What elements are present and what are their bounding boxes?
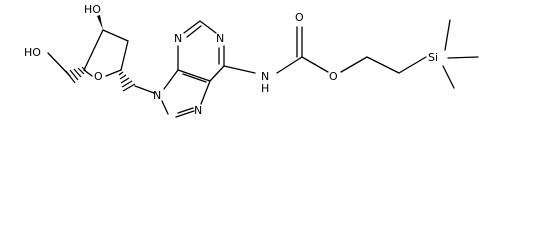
bond-c2-c1	[120, 40, 129, 71]
bond-c2-n1	[199, 20, 217, 34]
molecule-diagram: HO HO O N N N N N H O O Si	[24, 3, 479, 118]
bond-n7-c5	[200, 80, 211, 105]
hash-c1-n9	[118, 71, 136, 92]
bond-c4-c5-double	[182, 73, 207, 83]
bond-c1-n9	[134, 85, 155, 94]
atom-label-carbonyl-o: O	[295, 11, 304, 24]
atom-label-nh-h: H	[261, 82, 269, 95]
atom-label-n9: N	[153, 89, 161, 102]
bond-c6-nh	[223, 65, 256, 74]
atom-label-nh: N	[261, 70, 269, 83]
bond-c3-c2	[102, 29, 129, 42]
bond-nh-carbonyl	[276, 56, 303, 74]
bond-ch2-si	[398, 56, 427, 74]
structure-canvas: HO HO O N N N N N H O O Si	[24, 3, 479, 118]
bond-ch2-ch2	[366, 56, 400, 74]
bond-ch2-ho	[47, 52, 71, 77]
bond-n9-c4	[163, 69, 179, 90]
bond-oester-ch2	[340, 56, 368, 73]
bond-si-me-top	[444, 19, 451, 51]
bond-carbonyl-oester	[301, 56, 329, 73]
atom-label-ester-o: O	[329, 70, 338, 83]
bond-c4-c3	[83, 29, 104, 71]
bond-si-me-right	[447, 56, 479, 59]
atom-label-n7: N	[194, 104, 202, 117]
bond-c8-n7	[175, 110, 195, 118]
bond-c1-oring	[105, 69, 122, 77]
bond-n3-c2-double	[186, 25, 202, 38]
wedge-c3-oh	[97, 15, 103, 30]
bond-si-me-bottom	[442, 65, 455, 89]
atom-label-n3: N	[174, 32, 182, 45]
atom-label-ho-top: HO	[84, 3, 101, 16]
bond-c8-n7-double	[177, 107, 194, 114]
bond-n9-c8	[161, 100, 169, 115]
bond-n3-c2	[183, 20, 201, 34]
atom-label-ring-o: O	[94, 70, 103, 83]
atom-label-n1: N	[216, 32, 224, 45]
bond-c4-c5	[177, 69, 211, 82]
atom-label-si: Si	[428, 51, 438, 64]
atom-label-ho-left: HO	[24, 46, 41, 59]
bond-c6-c5	[209, 65, 225, 82]
